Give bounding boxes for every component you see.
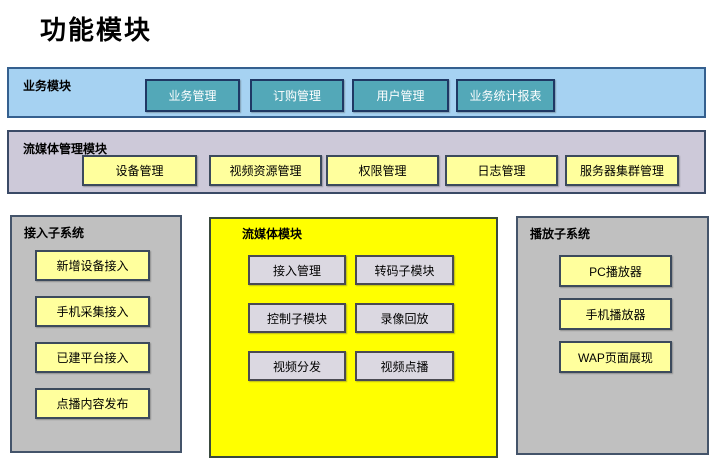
button-business-statistics-report[interactable]: 业务统计报表 bbox=[456, 79, 555, 112]
button-recording-playback[interactable]: 录像回放 bbox=[355, 303, 454, 333]
button-server-cluster-management[interactable]: 服务器集群管理 bbox=[565, 155, 679, 186]
button-user-management[interactable]: 用户管理 bbox=[352, 79, 449, 112]
button-new-device-access[interactable]: 新增设备接入 bbox=[35, 250, 150, 281]
panel-streaming-media-module-label: 流媒体模块 bbox=[242, 227, 303, 241]
button-video-resource-management[interactable]: 视频资源管理 bbox=[209, 155, 322, 186]
button-existing-platform-access[interactable]: 已建平台接入 bbox=[35, 342, 150, 373]
panel-player-subsystem-label: 播放子系统 bbox=[530, 227, 591, 241]
button-mobile-capture-access[interactable]: 手机采集接入 bbox=[35, 296, 150, 327]
button-permission-management[interactable]: 权限管理 bbox=[326, 155, 439, 186]
button-access-management[interactable]: 接入管理 bbox=[248, 255, 346, 285]
page-title: 功能模块 bbox=[40, 15, 153, 45]
button-transcoding-submodule[interactable]: 转码子模块 bbox=[355, 255, 454, 285]
panel-access-subsystem: 接入子系统 新增设备接入 手机采集接入 已建平台接入 点播内容发布 bbox=[10, 215, 182, 453]
button-device-management[interactable]: 设备管理 bbox=[82, 155, 197, 186]
panel-player-subsystem: 播放子系统 PC播放器 手机播放器 WAP页面展现 bbox=[516, 216, 709, 455]
panel-business-label: 业务模块 bbox=[23, 79, 72, 93]
panel-streaming-media-management: 流媒体管理模块 设备管理 视频资源管理 权限管理 日志管理 服务器集群管理 bbox=[7, 130, 706, 194]
panel-streaming-media-management-label: 流媒体管理模块 bbox=[23, 142, 108, 156]
button-video-on-demand[interactable]: 视频点播 bbox=[355, 351, 454, 381]
button-video-distribution[interactable]: 视频分发 bbox=[248, 351, 346, 381]
button-mobile-player[interactable]: 手机播放器 bbox=[559, 298, 672, 330]
button-vod-content-publish[interactable]: 点播内容发布 bbox=[35, 388, 150, 419]
button-pc-player[interactable]: PC播放器 bbox=[559, 255, 672, 287]
button-control-submodule[interactable]: 控制子模块 bbox=[248, 303, 346, 333]
panel-streaming-media-module: 流媒体模块 接入管理 转码子模块 控制子模块 录像回放 视频分发 视频点播 bbox=[209, 217, 498, 458]
button-wap-page-display[interactable]: WAP页面展现 bbox=[559, 341, 672, 373]
panel-business-module: 业务模块 业务管理 订购管理 用户管理 业务统计报表 bbox=[7, 67, 706, 118]
button-log-management[interactable]: 日志管理 bbox=[445, 155, 558, 186]
button-business-management[interactable]: 业务管理 bbox=[145, 79, 240, 112]
panel-access-subsystem-label: 接入子系统 bbox=[24, 226, 85, 240]
button-order-management[interactable]: 订购管理 bbox=[250, 79, 344, 112]
